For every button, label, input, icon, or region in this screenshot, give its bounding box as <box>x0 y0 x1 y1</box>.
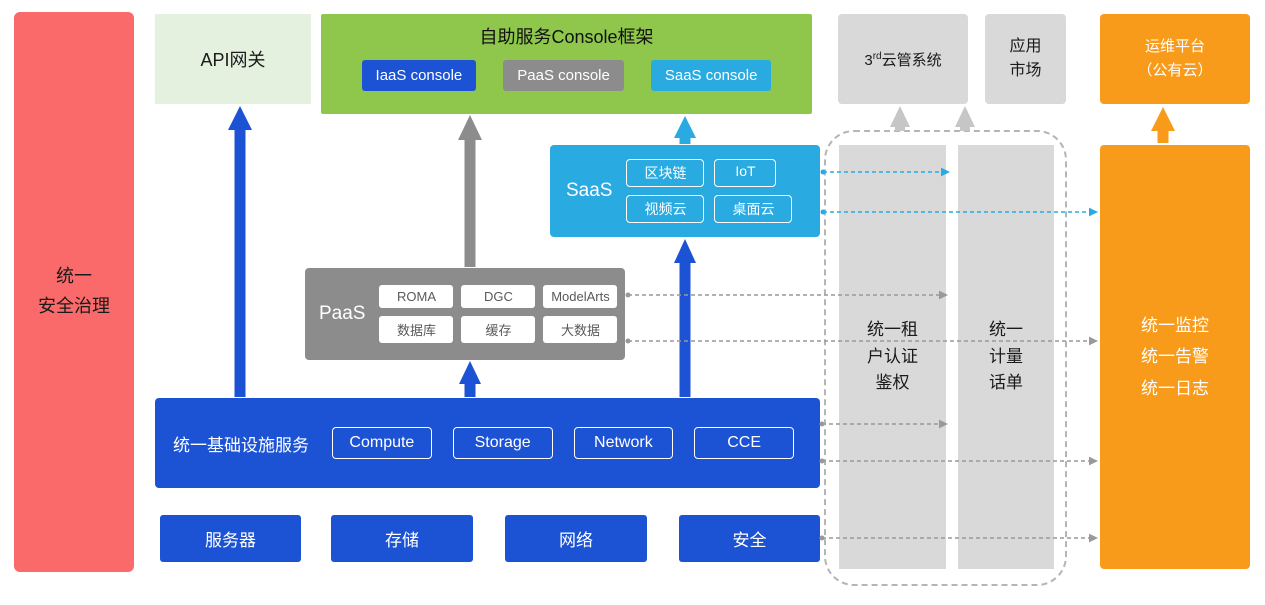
infra-service-network: Network <box>573 427 674 459</box>
saas-label: SaaS <box>566 180 613 201</box>
saas-service-desktop-cloud: 桌面云 <box>714 195 793 223</box>
arrow-infra-to-api-gateway <box>228 106 252 397</box>
infrastructure-label: 统一基础设施服务 <box>173 435 309 455</box>
security-governance-label: 统一 安全治理 <box>38 266 110 316</box>
api-gateway-label: API网关 <box>200 50 266 70</box>
paas-service-modelarts: ModelArts <box>543 285 618 308</box>
hardware-network-label: 网络 <box>559 531 593 550</box>
security-governance-panel: 统一 安全治理 <box>14 12 134 572</box>
paas-service-roma: ROMA <box>379 285 454 308</box>
hardware-security-label: 安全 <box>732 531 767 550</box>
console-framework-box: 自助服务Console框架 IaaS console PaaS console … <box>321 14 812 114</box>
paas-service-dgc: DGC <box>461 285 536 308</box>
tenant-auth-bar: 统一租 户认证 鉴权 <box>839 145 946 569</box>
api-gateway-box: API网关 <box>155 14 311 104</box>
arrow-infra-to-paas <box>459 361 481 397</box>
infra-service-storage: Storage <box>452 427 553 459</box>
hardware-server-label: 服务器 <box>205 531 256 550</box>
app-market-box: 应用 市场 <box>985 14 1066 104</box>
shared-services-dashed-group <box>824 130 1067 586</box>
infra-service-compute: Compute <box>332 427 432 459</box>
om-platform-box: 运维平台 （公有云） <box>1100 14 1250 104</box>
hardware-storage-box: 存储 <box>331 515 473 562</box>
console-chip-row: IaaS console PaaS console SaaS console <box>321 60 812 91</box>
arrow-metering-to-third-party-cms <box>955 106 975 131</box>
arrow-monitor-to-om-platform <box>1151 107 1175 143</box>
metering-bar: 统一 计量 话单 <box>958 145 1054 569</box>
arrow-auth-to-third-party-cms <box>890 106 910 131</box>
tenant-auth-label: 统一租 户认证 鉴权 <box>867 320 918 393</box>
saas-service-blockchain: 区块链 <box>626 159 705 187</box>
iaas-console-chip: IaaS console <box>361 60 477 91</box>
saas-console-chip: SaaS console <box>650 60 772 91</box>
paas-console-chip: PaaS console <box>503 60 624 91</box>
arrow-infra-to-saas <box>674 239 696 397</box>
arrow-paas-to-console <box>458 115 482 267</box>
paas-service-bigdata: 大数据 <box>543 316 618 343</box>
saas-services: 区块链 IoT 视频云 桌面云 <box>626 159 793 223</box>
saas-service-video-cloud: 视频云 <box>626 195 705 223</box>
om-platform-label: 运维平台 （公有云） <box>1137 38 1213 79</box>
console-framework-title: 自助服务Console框架 <box>479 27 654 47</box>
hardware-server-box: 服务器 <box>160 515 301 562</box>
paas-services: ROMA DGC ModelArts 数据库 缓存 大数据 <box>379 285 618 343</box>
metering-label: 统一 计量 话单 <box>989 320 1023 393</box>
monitoring-label: 统一监控 统一告警 统一日志 <box>1141 315 1209 398</box>
third-party-cms-label: 3rd云管系统 <box>864 50 942 69</box>
hardware-network-box: 网络 <box>505 515 647 562</box>
hardware-storage-label: 存储 <box>385 531 419 550</box>
arrow-saas-to-console <box>674 116 696 144</box>
paas-service-cache: 缓存 <box>461 316 536 343</box>
app-market-label: 应用 市场 <box>1009 38 1042 79</box>
third-party-cms-box: 3rd云管系统 <box>838 14 968 104</box>
paas-service-database: 数据库 <box>379 316 454 343</box>
paas-label: PaaS <box>319 303 366 324</box>
hardware-security-box: 安全 <box>679 515 820 562</box>
saas-panel: SaaS 区块链 IoT 视频云 桌面云 <box>550 145 820 237</box>
infrastructure-panel: 统一基础设施服务 Compute Storage Network CCE <box>155 398 820 488</box>
saas-service-iot: IoT <box>714 159 777 187</box>
infra-service-cce: CCE <box>694 427 794 459</box>
monitoring-bar: 统一监控 统一告警 统一日志 <box>1100 145 1250 569</box>
paas-panel: PaaS ROMA DGC ModelArts 数据库 缓存 大数据 <box>305 268 625 360</box>
